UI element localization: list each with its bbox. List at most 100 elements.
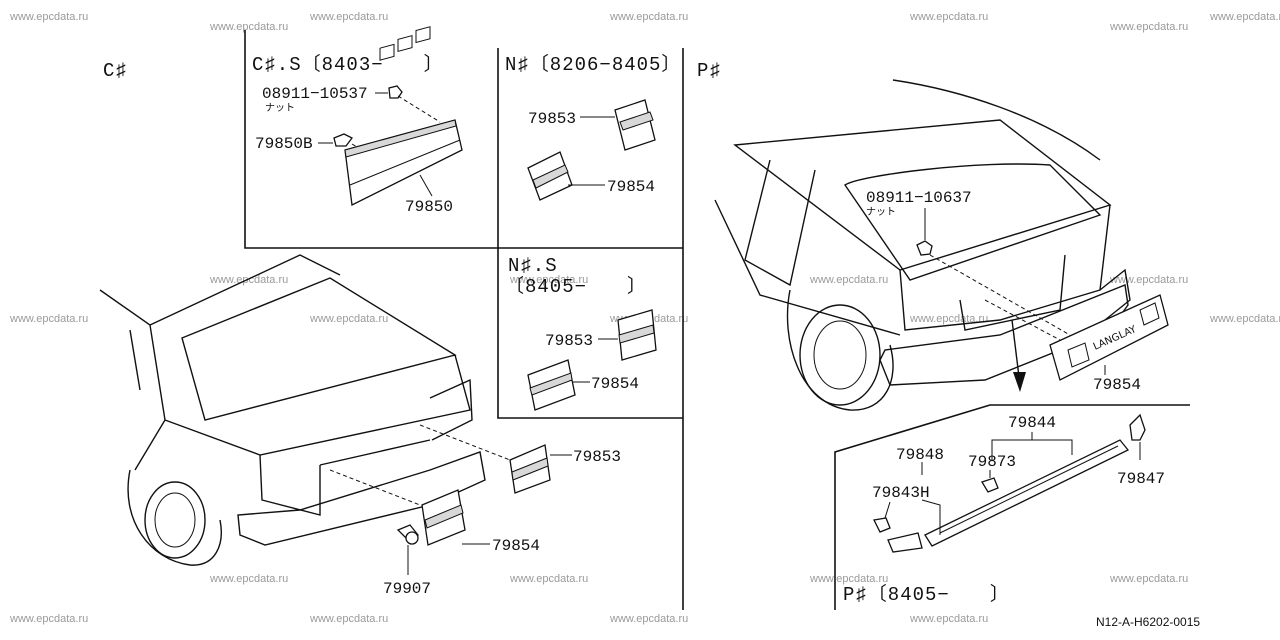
watermark: www.epcdata.ru <box>509 274 588 286</box>
molding-strip <box>924 439 1130 547</box>
garnish-window <box>379 43 395 61</box>
leader-line <box>921 499 941 535</box>
hatch-bumper <box>879 284 1129 386</box>
dashed-guide <box>419 424 511 461</box>
part-number-label: 79853 <box>545 332 593 350</box>
watermark: www.epcdata.ru <box>1209 313 1280 325</box>
frame-ns <box>497 248 683 419</box>
part-number-label: 79854 <box>607 178 655 196</box>
garnish-window <box>397 34 413 52</box>
watermark: www.epcdata.ru <box>809 274 888 286</box>
watermark: www.epcdata.ru <box>9 313 88 325</box>
part-note-label: ナット <box>265 102 295 114</box>
sedan-rear-window <box>181 277 457 421</box>
emblem-stripe <box>618 324 655 344</box>
garnish-plate <box>344 119 463 206</box>
leader-line <box>884 501 891 519</box>
garnish-window <box>1067 342 1090 368</box>
hatch-tail-lamp <box>1099 268 1131 321</box>
arrow-down-icon <box>1013 372 1026 392</box>
watermark: www.epcdata.ru <box>309 313 388 325</box>
grommet-icon <box>405 531 419 545</box>
watermark: www.epcdata.ru <box>1109 274 1188 286</box>
ns-panel: 79853 79854 <box>527 309 657 411</box>
watermark: www.epcdata.ru <box>209 573 288 585</box>
dashed-guide <box>929 254 1071 336</box>
watermark: www.epcdata.ru <box>1209 11 1280 23</box>
emblem-stripe <box>532 164 569 189</box>
watermark: www.epcdata.ru <box>909 613 988 625</box>
dashed-guide <box>397 95 441 123</box>
sedan-deck <box>164 354 471 456</box>
sedan-tail-lamp-left <box>259 454 321 516</box>
watermark: www.epcdata.ru <box>1109 21 1188 33</box>
nut-icon <box>388 85 403 99</box>
watermark: www.epcdata.ru <box>609 11 688 23</box>
sedan-tail-lamp-right <box>429 378 473 441</box>
molding-strip-edge <box>939 445 1119 534</box>
p-parts: 08911−10637 ナット LANGLAY 79854 79844 7984… <box>866 189 1169 553</box>
garnish-window <box>1139 302 1160 326</box>
sedan-wheel <box>144 481 206 559</box>
part-number-label: 79848 <box>896 446 944 464</box>
hatchback-drawing <box>714 79 1131 411</box>
part-number-label: 79854 <box>492 537 540 555</box>
clip-icon <box>333 133 353 147</box>
part-number-label: 79853 <box>528 110 576 128</box>
emblem-stripe <box>511 457 549 481</box>
sedan-drawing <box>99 254 511 566</box>
hatch-tailgate <box>899 204 1111 331</box>
hatch-wheel-hub <box>813 320 867 390</box>
part-number-label: 79850 <box>405 198 453 216</box>
part-number-label: 79907 <box>383 580 431 598</box>
diagram-code: N12-A-H6202-0015 <box>1096 615 1200 629</box>
hatch-wheel <box>799 304 881 406</box>
end-piece-79848 <box>887 532 923 553</box>
watermark: www.epcdata.ru <box>909 313 988 325</box>
watermark: www.epcdata.ru <box>509 573 588 585</box>
hatch-wheel-arch <box>786 289 894 411</box>
part-note-label: ナット <box>866 206 896 218</box>
sedan-wheel-hub <box>154 492 196 548</box>
hatch-window-inner <box>844 163 1102 281</box>
end-cap-79847 <box>1129 413 1146 441</box>
section-title-p-sub: P♯〔8405− 〕 <box>843 583 1010 606</box>
part-number-label: 79850B <box>255 135 313 153</box>
sedan-bumper <box>237 451 486 546</box>
watermark: www.epcdata.ru <box>9 11 88 23</box>
section-title-ns-line2: 〔8405− 〕 <box>505 275 647 298</box>
clip-icon <box>981 477 999 493</box>
part-number-label: 79853 <box>573 448 621 466</box>
watermark: www.epcdata.ru <box>809 573 888 585</box>
watermark: www.epcdata.ru <box>309 11 388 23</box>
watermark: www.epcdata.ru <box>1109 573 1188 585</box>
garnish-window <box>415 26 431 44</box>
section-title-cs: C♯.S〔8403− 〕 <box>252 53 444 76</box>
emblem-stripe <box>424 504 464 529</box>
part-number-label: 79843H <box>872 484 930 502</box>
part-number-label: 08911−10537 <box>262 85 368 103</box>
langlay-garnish <box>1049 294 1169 381</box>
part-number-label: 79854 <box>591 375 639 393</box>
cs-panel: 08911−10537 ナット 79850B 79850 <box>255 26 463 216</box>
n-panel: 79853 79854 <box>527 99 656 201</box>
section-frames <box>244 30 1190 610</box>
section-title-ns-line1: N♯.S <box>508 255 558 277</box>
hatch-roof <box>892 79 1101 161</box>
part-number-label: 79873 <box>968 453 1016 471</box>
c-parts: 79853 79854 79907 <box>383 444 621 598</box>
frame-cs-n <box>244 30 683 249</box>
frame-p-sub <box>834 404 1190 610</box>
dashed-guide <box>329 469 421 506</box>
sedan-pillar <box>99 289 166 471</box>
hatch-body-side <box>714 199 901 336</box>
sedan-window-edge <box>129 329 141 391</box>
garnish-plate-edge <box>344 119 457 158</box>
sedan-roof <box>149 254 341 326</box>
watermark: www.epcdata.ru <box>9 613 88 625</box>
clip-icon <box>873 517 891 533</box>
part-number-label: 79847 <box>1117 470 1165 488</box>
watermark: www.epcdata.ru <box>909 11 988 23</box>
sedan-trunk-edge <box>319 439 431 466</box>
section-title-p: P♯ <box>697 60 722 82</box>
